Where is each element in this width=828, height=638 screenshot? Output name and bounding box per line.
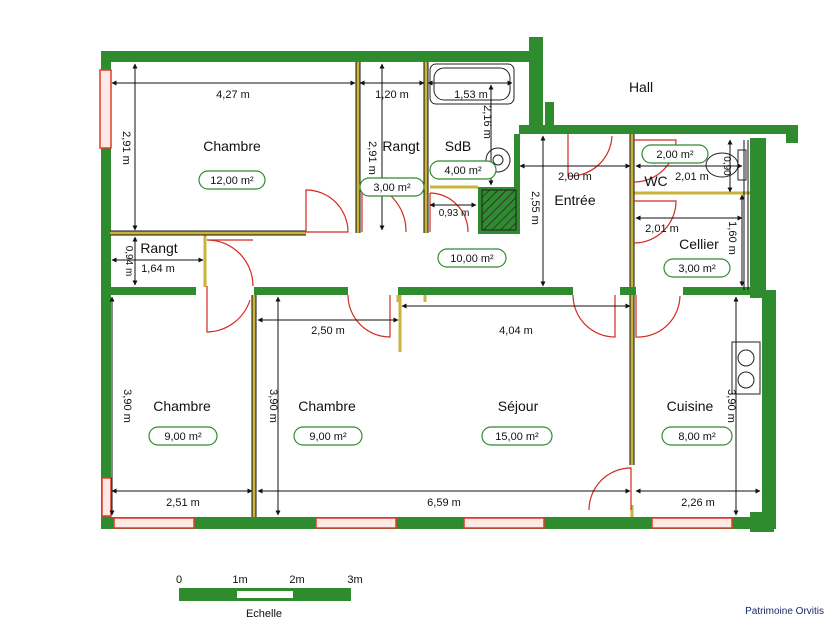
dim-duct: 0,93 m (439, 208, 470, 219)
window-sejour (463, 517, 545, 529)
dim-sdb-width: 1,53 m (454, 89, 488, 101)
dim-chambre-3-height: 3,90 m (267, 389, 279, 423)
area-rangt-1: 3,00 m² (373, 182, 411, 194)
scale-label: Echelle (246, 608, 282, 620)
dim-entree-height: 2,55 m (529, 191, 541, 225)
door-rangt-2 (206, 239, 254, 287)
dim-cuisine-height: 3,90 m (725, 389, 737, 423)
room-name-wc: WC (644, 173, 667, 189)
dim-wc-height: 0,90 (721, 156, 732, 176)
window-cuisine (651, 517, 733, 529)
room-name-chambre-1: Chambre (203, 138, 261, 154)
door-cellier (633, 200, 677, 244)
area-badge-chambre-1: 12,00 m² (198, 170, 266, 190)
scale-tick-2: 2m (289, 574, 304, 586)
dim-chambre-1-height: 2,91 m (120, 131, 132, 165)
area-badge-chambre-2: 9,00 m² (148, 426, 218, 446)
dim-chambre-sejour-width: 6,59 m (427, 497, 461, 509)
dimension-lines (109, 63, 761, 516)
area-cuisine: 8,00 m² (678, 431, 716, 443)
dim-cellier-width: 2,01 m (645, 223, 679, 235)
window-chambre-2 (113, 517, 195, 529)
exterior-walls (101, 37, 798, 532)
window-chambre-1 (99, 69, 112, 149)
room-name-entree: Entrée (554, 192, 595, 208)
room-name-cellier: Cellier (679, 236, 719, 252)
area-badges: 12,00 m² 3,00 m² 4,00 m² 10,00 m² 2,00 m… (148, 144, 733, 446)
dim-sejour-door-width: 4,04 m (499, 325, 533, 337)
area-badge-cuisine: 8,00 m² (661, 426, 733, 446)
dim-cuisine-width: 2,26 m (681, 497, 715, 509)
area-badge-sejour: 15,00 m² (481, 426, 553, 446)
partitions (110, 62, 750, 517)
dim-rangt-2-height: 0,94 m (123, 246, 134, 277)
area-badge-wc: 2,00 m² (641, 144, 709, 164)
partition-outlines (110, 62, 749, 517)
dim-chambre-3-door-width: 2,50 m (311, 325, 345, 337)
dim-rangt-1-height: 2,91 m (366, 141, 378, 175)
area-badge-sdb: 4,00 m² (429, 160, 497, 180)
room-name-chambre-3: Chambre (298, 398, 356, 414)
dim-entree-width: 2,00 m (558, 171, 592, 183)
dim-rangt-1-width: 1,20 m (375, 89, 409, 101)
dim-rangt-2-width: 1,64 m (141, 263, 175, 275)
window-chambre-3 (315, 517, 397, 529)
area-chambre-3: 9,00 m² (309, 431, 347, 443)
area-badge-chambre-3: 9,00 m² (293, 426, 363, 446)
area-badge-cellier: 3,00 m² (663, 258, 731, 278)
door-sejour-cuisine (588, 467, 632, 511)
credit-text: Patrimoine Orvitis (745, 606, 824, 617)
door-cuisine (635, 295, 681, 338)
dimension-labels: 4,27 m 1,20 m 1,53 m 2,16 m 2,91 m 2,91 … (120, 89, 738, 509)
room-name-rangt-1: Rangt (382, 138, 419, 154)
area-chambre-1: 12,00 m² (210, 175, 254, 187)
scale-tick-3: 3m (347, 574, 362, 586)
dim-cellier-height: 1,60 m (726, 221, 738, 255)
area-cellier: 3,00 m² (678, 263, 716, 275)
door-chambre-1 (305, 189, 349, 233)
room-names: Chambre Rangt SdB Hall Entrée WC Cellier… (140, 79, 719, 414)
room-name-cuisine: Cuisine (667, 398, 714, 414)
area-badge-entree: 10,00 m² (437, 248, 507, 268)
scale-bar: 0 1m 2m 3m Echelle (176, 574, 363, 620)
dim-sdb-height: 2,16 m (481, 105, 493, 139)
room-name-chambre-2: Chambre (153, 398, 211, 414)
windows (99, 69, 733, 529)
door-chambre-2 (206, 286, 251, 333)
area-chambre-2: 9,00 m² (164, 431, 202, 443)
door-chambre-3 (347, 294, 391, 338)
washbasin (485, 147, 511, 173)
room-name-sejour: Séjour (498, 398, 539, 414)
door-sejour (572, 294, 616, 338)
door-entree (567, 134, 613, 177)
scale-tick-0: 0 (176, 574, 182, 586)
dim-chambre-2-height: 3,90 m (121, 389, 133, 423)
window-chambre-2-side (101, 477, 112, 517)
area-wc: 2,00 m² (656, 149, 694, 161)
scale-tick-1: 1m (232, 574, 247, 586)
duct-hatch (481, 189, 517, 231)
area-sejour: 15,00 m² (495, 431, 539, 443)
area-entree: 10,00 m² (450, 253, 494, 265)
dim-wc-width: 2,01 m (675, 171, 709, 183)
room-name-sdb: SdB (445, 138, 471, 154)
dim-chambre-1-width: 4,27 m (216, 89, 250, 101)
sink (731, 341, 761, 395)
area-badge-rangt-1: 3,00 m² (359, 177, 425, 197)
room-name-rangt-2: Rangt (140, 240, 177, 256)
room-name-hall: Hall (629, 79, 653, 95)
dim-chambre-2-width: 2,51 m (166, 497, 200, 509)
area-sdb: 4,00 m² (444, 165, 482, 177)
